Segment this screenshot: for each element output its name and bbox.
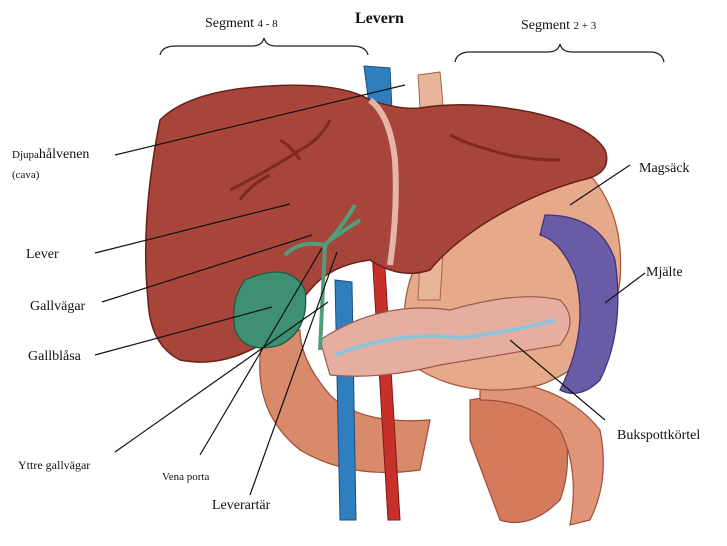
label-djupa-small: Djupa — [12, 149, 39, 161]
label-vena-porta: Vena porta — [162, 469, 209, 485]
portal-vein-shape — [335, 280, 356, 520]
segment-right-word: Segment — [521, 18, 570, 33]
label-bukspottkortel: Bukspottkörtel — [617, 428, 700, 444]
label-mjalte: Mjälte — [646, 265, 683, 281]
artery-shape — [372, 250, 400, 520]
segment-left-brace — [160, 38, 368, 55]
segment-left-range: 4 - 8 — [258, 18, 278, 30]
segment-right-label: Segment 2 + 3 — [521, 18, 596, 34]
diagram-title: Levern — [355, 11, 404, 27]
segment-left-label: Segment 4 - 8 — [205, 16, 278, 32]
label-yttre-gallvagar: Yttre gallvägar — [18, 457, 90, 473]
segment-right-brace — [455, 44, 664, 62]
label-leverartar: Leverartär — [212, 498, 270, 514]
label-cava: (cava) — [12, 167, 39, 183]
label-gallvagar: Gallvägar — [30, 299, 85, 315]
label-djupa-main: hålvenen — [39, 147, 90, 162]
segment-right-range: 2 + 3 — [574, 20, 597, 32]
label-lever: Lever — [26, 247, 59, 263]
label-djupa-halvenen: Djupahålvenen — [12, 147, 89, 163]
segment-left-word: Segment — [205, 16, 254, 31]
label-magsack: Magsäck — [639, 161, 690, 177]
label-gallblasa: Gallblåsa — [28, 349, 81, 365]
